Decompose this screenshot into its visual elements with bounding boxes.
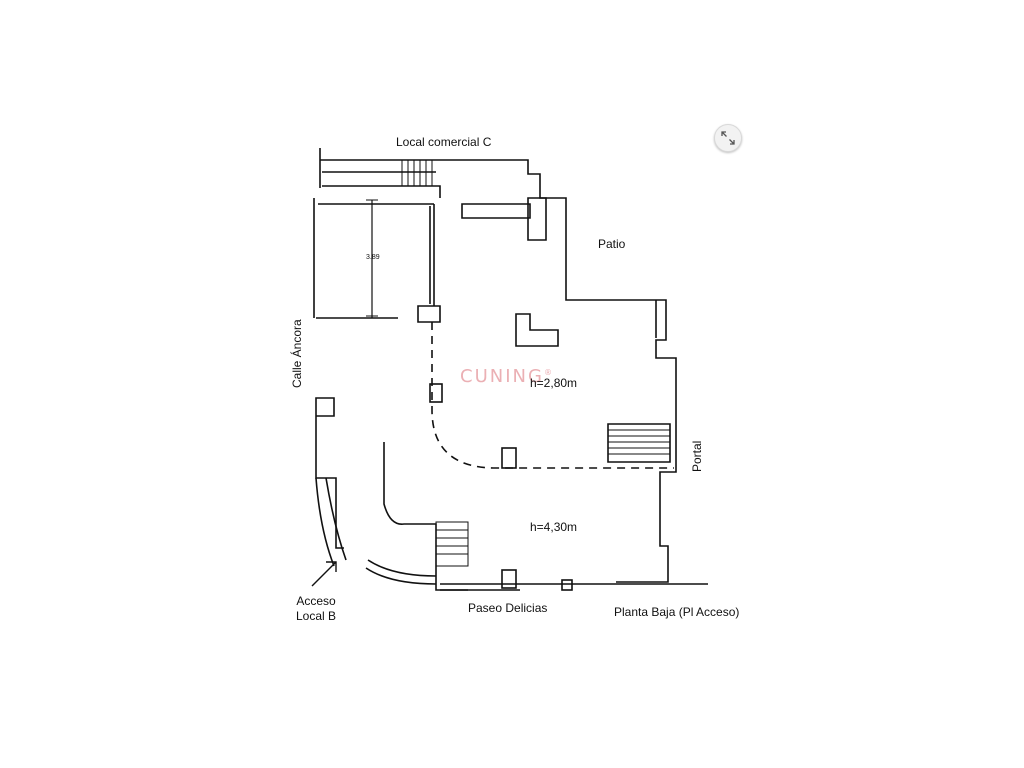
label-dimension: 3.89 bbox=[366, 254, 380, 261]
pillar-4 bbox=[561, 579, 573, 591]
label-calle-ancora: Calle Áncora bbox=[290, 319, 304, 388]
label-acceso-line1: Acceso bbox=[296, 594, 336, 608]
portal-stairs bbox=[607, 423, 671, 463]
label-height-upper: h=2,80m bbox=[530, 376, 578, 390]
lower-curve bbox=[365, 567, 437, 585]
dim-tick-top bbox=[366, 199, 378, 317]
label-acceso-line2: Local B bbox=[296, 609, 337, 623]
top-corridor bbox=[322, 171, 441, 198]
label-acceso: Acceso Local B bbox=[296, 594, 336, 624]
portal-stair-treads bbox=[608, 429, 670, 455]
access-arrow-icon bbox=[311, 561, 337, 587]
label-paseo-delicias: Paseo Delicias bbox=[468, 601, 548, 615]
label-local-comercial: Local comercial C bbox=[396, 135, 492, 149]
wall-segment-left bbox=[417, 305, 441, 323]
pillar-1 bbox=[429, 383, 443, 403]
lower-inner-wall bbox=[383, 442, 468, 591]
pillar-2 bbox=[501, 447, 517, 469]
top-wall bbox=[319, 148, 677, 462]
top-staircase bbox=[401, 160, 433, 186]
center-counter bbox=[515, 313, 559, 347]
label-planta-baja: Planta Baja (Pl Acceso) bbox=[614, 605, 740, 619]
dashed-boundary bbox=[431, 322, 674, 469]
pillar-3 bbox=[501, 569, 517, 589]
left-lower-wall bbox=[315, 397, 344, 549]
left-room bbox=[313, 198, 435, 319]
expand-icon bbox=[721, 131, 735, 145]
bottom-wall bbox=[440, 583, 708, 591]
watermark-logo: CUNING® bbox=[460, 366, 554, 387]
label-patio: Patio bbox=[598, 237, 626, 251]
lower-curve-outer bbox=[367, 559, 437, 577]
top-pillar bbox=[527, 197, 547, 241]
right-wall-lower bbox=[616, 300, 677, 583]
curved-entrance bbox=[315, 477, 347, 567]
top-beam bbox=[461, 203, 531, 219]
label-portal: Portal bbox=[690, 440, 704, 472]
label-height-lower: h=4,30m bbox=[530, 520, 578, 534]
expand-button[interactable] bbox=[714, 124, 742, 152]
lower-staircase bbox=[435, 521, 469, 567]
